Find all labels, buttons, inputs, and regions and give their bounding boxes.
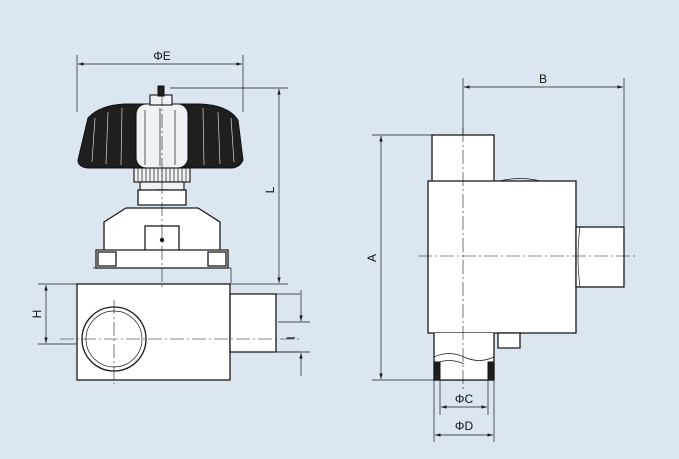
dimension-phi-d: ΦD (433, 380, 495, 442)
dimension-b: B (462, 72, 625, 228)
label-h: H (30, 310, 44, 319)
label-phi-e: ΦE (153, 49, 171, 63)
dimension-i: I (278, 290, 310, 376)
dimension-l: L (170, 87, 288, 285)
handwheel (77, 85, 244, 191)
side-view: B A ΦC ΦD (365, 72, 636, 442)
label-l: L (263, 186, 277, 193)
right-port-side (575, 226, 625, 288)
valve-body-side (427, 180, 577, 334)
label-a: A (365, 254, 379, 262)
dimension-h: H (30, 283, 77, 345)
dimension-a: A (365, 134, 434, 381)
bottom-port-side (433, 332, 521, 381)
dimension-phi-e: ΦE (76, 49, 244, 112)
side-port-front (229, 293, 277, 353)
dimension-phi-c: ΦC (439, 380, 489, 415)
label-i: I (284, 336, 298, 339)
label-phi-c: ΦC (455, 392, 474, 406)
label-phi-d: ΦD (455, 419, 474, 433)
front-view: ΦE L H I (30, 49, 310, 384)
label-b: B (539, 72, 547, 86)
